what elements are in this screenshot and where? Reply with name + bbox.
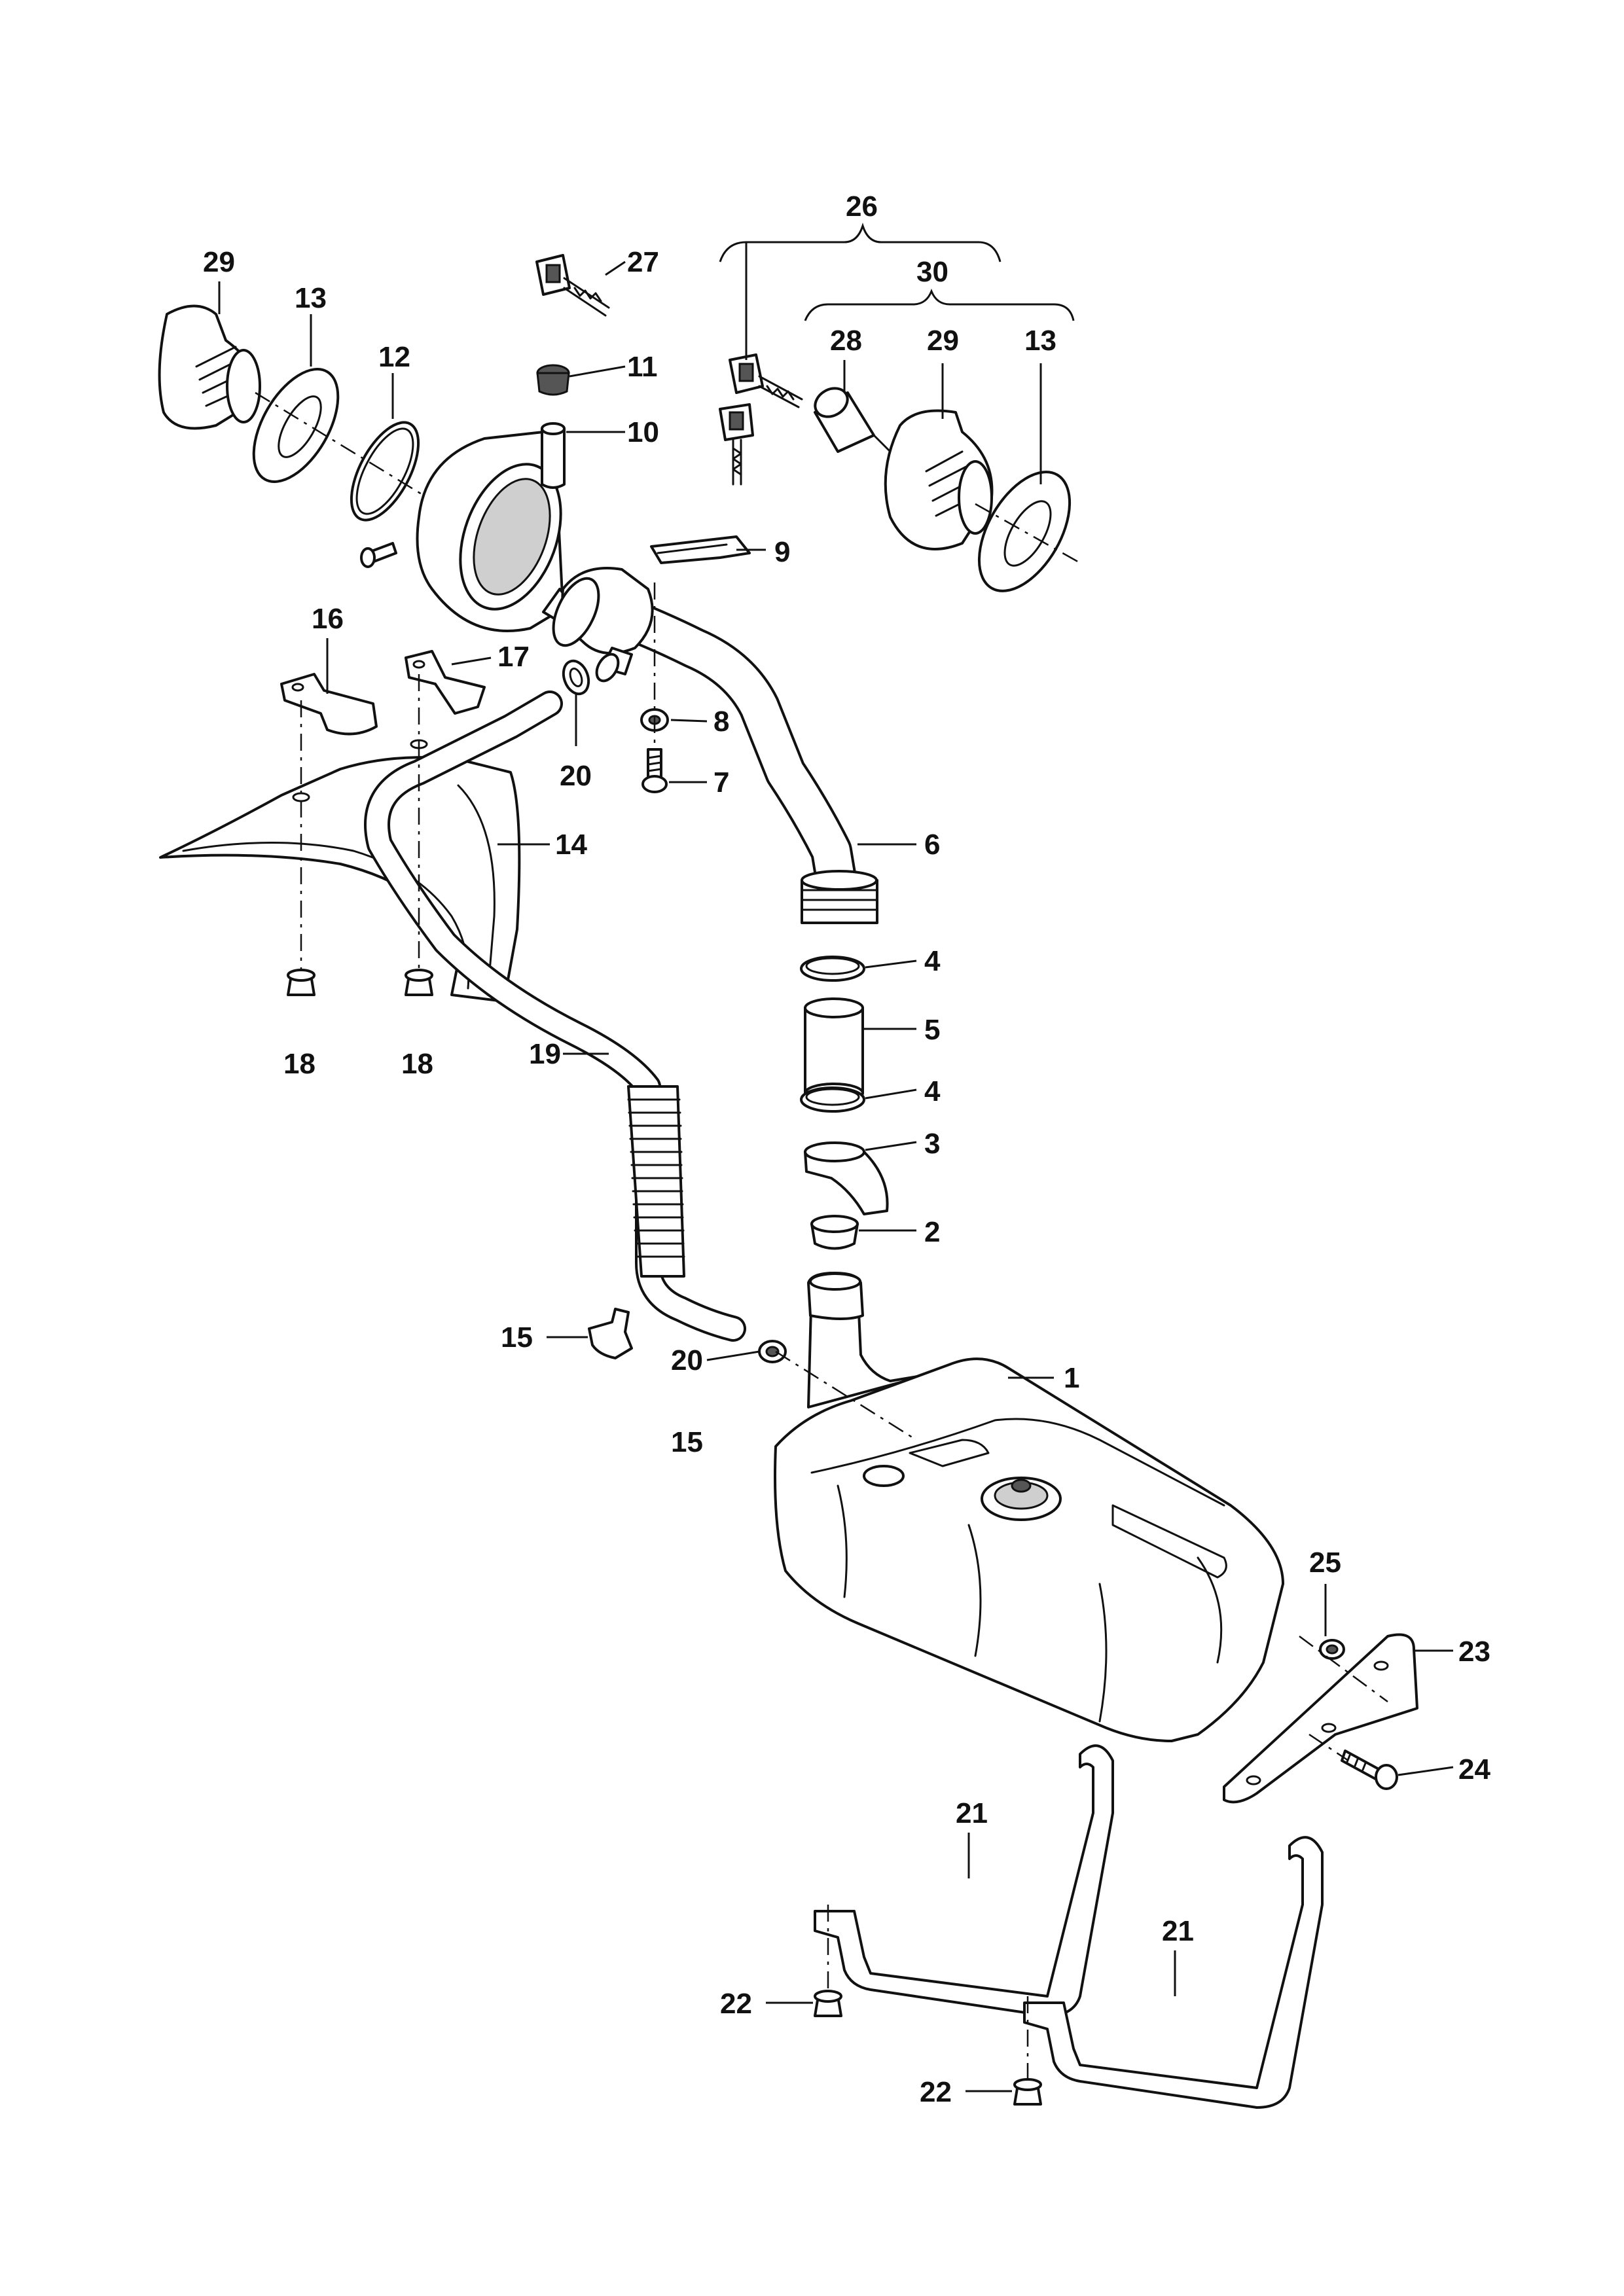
callout-19: 19 — [529, 1038, 561, 1070]
callout-2: 2 — [924, 1216, 940, 1248]
callout-24: 24 — [1458, 1753, 1490, 1785]
callout-17: 17 — [497, 641, 530, 673]
callout-5: 5 — [924, 1014, 940, 1046]
callout-16: 16 — [312, 603, 344, 635]
filler-cap-29-right — [884, 409, 994, 550]
callout-13-right: 13 — [1024, 325, 1056, 357]
callout-30: 30 — [916, 256, 948, 288]
bolt-24 — [1341, 1749, 1398, 1790]
callout-20-lower: 20 — [671, 1344, 703, 1376]
hose-clamp-4-upper — [800, 956, 865, 982]
callout-8: 8 — [713, 706, 729, 738]
nut-25 — [1319, 1639, 1345, 1660]
heat-shield-14 — [159, 739, 521, 1003]
o-ring-12 — [350, 421, 420, 522]
seal-ring-13-left — [252, 368, 340, 483]
clip-16 — [280, 673, 378, 736]
bracket-9 — [650, 535, 751, 564]
callout-7: 7 — [713, 766, 729, 798]
callout-14: 14 — [555, 829, 587, 861]
callout-29-left: 29 — [203, 246, 235, 278]
nut-18-left — [287, 969, 316, 996]
key-26-upper — [729, 353, 803, 408]
filler-pipe-6 — [552, 567, 878, 924]
bracket-17 — [405, 650, 486, 715]
callout-21-lower: 21 — [1162, 1915, 1194, 1947]
grommet-11 — [536, 364, 570, 396]
callout-1: 1 — [1064, 1362, 1079, 1394]
screw-7 — [641, 748, 668, 793]
callout-13-left: 13 — [295, 282, 327, 314]
callout-labels: 29 13 12 27 11 10 26 30 28 29 13 9 16 17… — [203, 190, 1490, 2108]
grommet-2 — [810, 1215, 859, 1250]
nut-22-upper — [814, 1990, 842, 2017]
fuel-tank-1 — [774, 1272, 1284, 1742]
lock-cylinder-28 — [814, 387, 892, 453]
callout-27: 27 — [627, 246, 659, 278]
callout-11: 11 — [627, 351, 658, 383]
callout-4-lower: 4 — [924, 1075, 941, 1107]
callout-3: 3 — [924, 1128, 940, 1160]
nut-22-lower — [1013, 2078, 1042, 2106]
key-26-lower — [719, 403, 754, 486]
elbow-3 — [804, 1141, 889, 1215]
clip-15 — [588, 1308, 633, 1359]
callout-26: 26 — [846, 190, 878, 223]
callout-28: 28 — [830, 325, 862, 357]
callout-10: 10 — [627, 416, 659, 448]
key-27 — [535, 254, 610, 317]
tank-strap-21-upper — [814, 1744, 1114, 2017]
callout-4-upper: 4 — [924, 945, 941, 977]
bracket-23 — [1223, 1633, 1418, 1804]
callout-12: 12 — [378, 341, 410, 373]
hose-clip-20-lower — [758, 1340, 787, 1363]
nut-18-right — [405, 969, 433, 996]
callout-18-right: 18 — [401, 1048, 433, 1080]
callout-21-upper: 21 — [956, 1797, 988, 1829]
hose-clip-20-upper — [562, 659, 590, 696]
callout-15-upper: 15 — [501, 1321, 533, 1354]
tank-strap-21-lower — [1023, 1836, 1324, 2109]
hose-clamp-4-lower — [800, 1086, 865, 1113]
callout-6: 6 — [924, 829, 940, 861]
leader-lines — [218, 223, 1454, 2092]
vent-hose-19 — [364, 691, 746, 1342]
callout-29-right: 29 — [927, 325, 959, 357]
callout-25: 25 — [1309, 1547, 1341, 1579]
callout-20-upper: 20 — [560, 760, 592, 792]
filler-neck-housing-10 — [416, 422, 577, 632]
callout-18-left: 18 — [283, 1048, 316, 1080]
callout-15-lower: 15 — [671, 1426, 703, 1458]
filler-cap-29-left — [158, 304, 261, 430]
callout-22-upper: 22 — [720, 1988, 752, 2020]
vent-outlet — [595, 647, 633, 683]
screw-small-left — [360, 542, 397, 568]
callout-22-lower: 22 — [920, 2076, 952, 2108]
callout-9: 9 — [774, 536, 790, 568]
callout-23: 23 — [1458, 1636, 1490, 1668]
